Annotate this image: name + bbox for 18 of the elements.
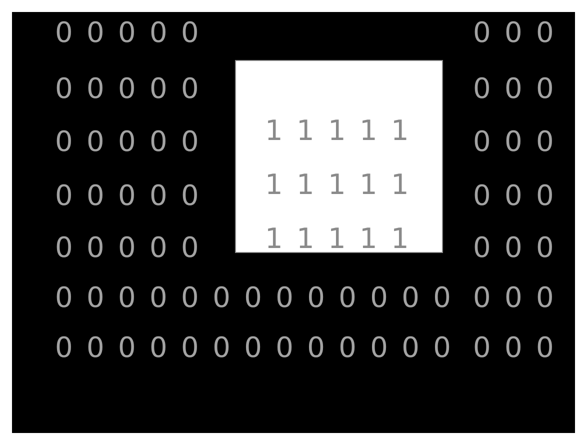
- one-values: 1 1 1 1 1: [265, 224, 412, 254]
- one-values: 1 1 1 1 1: [265, 116, 412, 146]
- one-values: 1 1 1 1 1: [265, 170, 412, 200]
- zero-values: 0 0 0 0 0: [55, 18, 202, 48]
- mask-region: [235, 60, 443, 253]
- zero-values: 0 0 0: [473, 181, 556, 211]
- zero-values: 0 0 0 0 0: [55, 127, 202, 157]
- zero-values: 0 0 0: [473, 74, 556, 104]
- zero-values: 0 0 0: [473, 233, 556, 263]
- zero-values: 0 0 0 0 0: [55, 233, 202, 263]
- zero-values: 0 0 0 0 0: [55, 74, 202, 104]
- zero-values: 0 0 0: [473, 18, 556, 48]
- zero-values: 0 0 0: [473, 333, 556, 363]
- zero-values: 0 0 0: [473, 283, 556, 313]
- zero-values: 0 0 0 0 0 0 0 0 0 0 0 0 0: [55, 283, 454, 313]
- zero-values: 0 0 0: [473, 127, 556, 157]
- zero-values: 0 0 0 0 0 0 0 0 0 0 0 0 0: [55, 333, 454, 363]
- zero-values: 0 0 0 0 0: [55, 181, 202, 211]
